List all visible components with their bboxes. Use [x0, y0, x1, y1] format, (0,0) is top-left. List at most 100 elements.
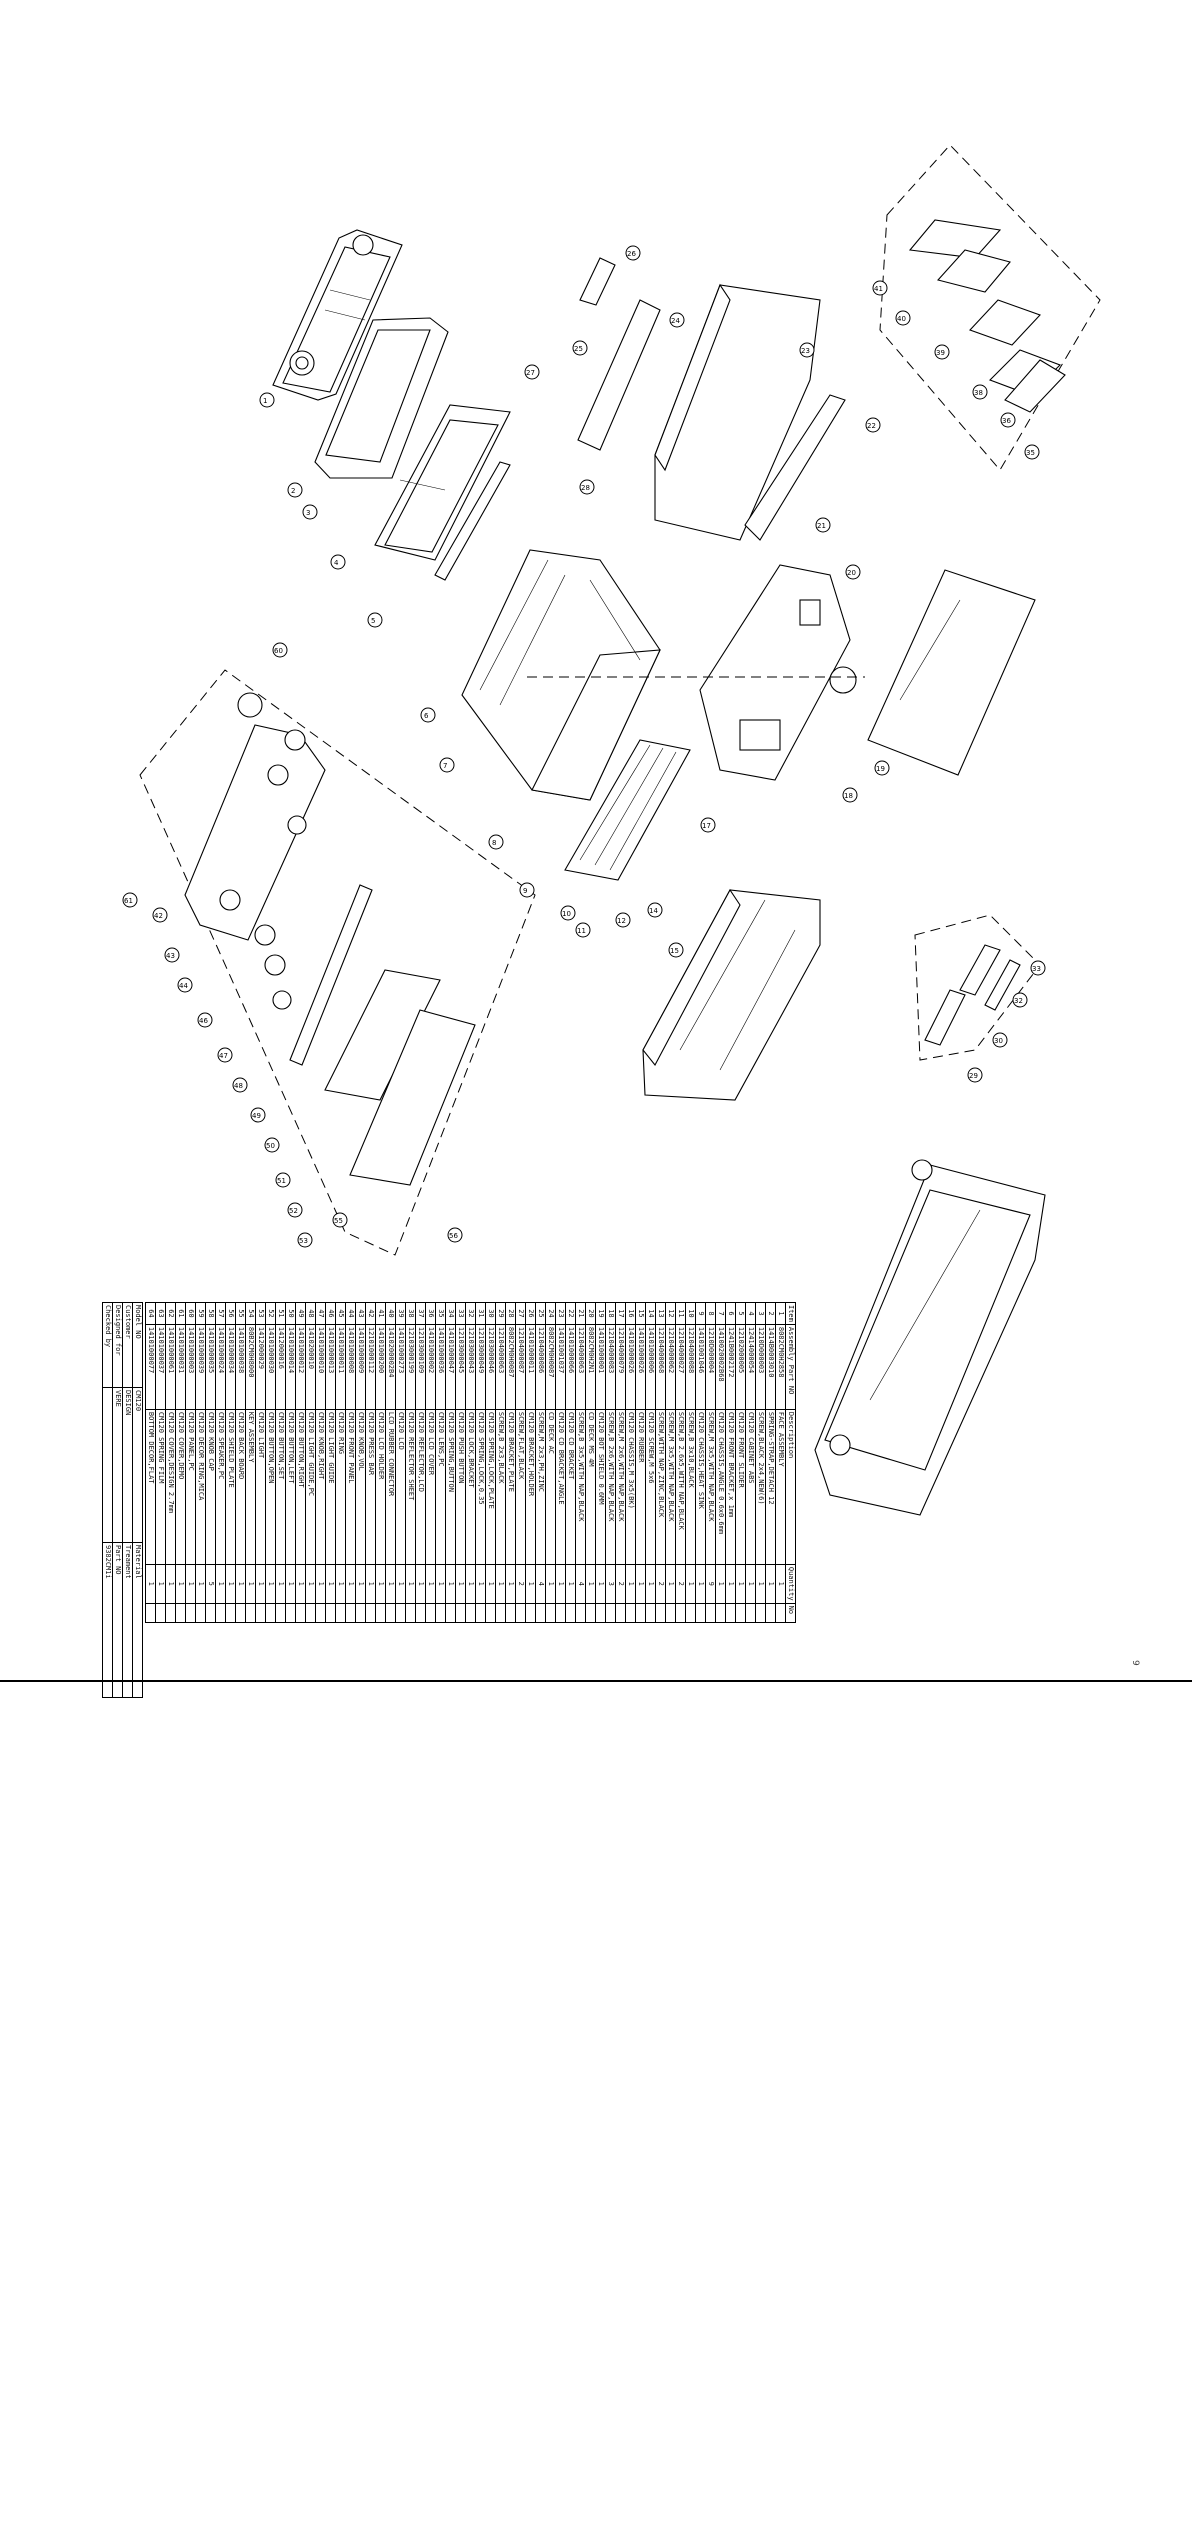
part-item-cell: 15 — [635, 1302, 646, 1325]
part-number-cell: 12104000063 — [495, 1324, 506, 1410]
part-no-cell — [525, 1603, 536, 1623]
part-no-cell — [305, 1603, 316, 1623]
part-quantity-cell: 1 — [755, 1564, 766, 1604]
part-description-cell: SCREW,M 3x5,WITH NAP,BLACK — [665, 1409, 676, 1565]
part-number-cell: 12103000045 — [455, 1324, 466, 1410]
part-number-cell: 14101000037 — [155, 1324, 166, 1410]
part-description-cell: CM120 SPEAKER,PC — [215, 1409, 226, 1565]
part-no-cell — [545, 1603, 556, 1623]
part-quantity-cell: 1 — [505, 1564, 516, 1604]
part-description-cell: SCREW,B 2x3,BLACK — [495, 1409, 506, 1565]
svg-text:61: 61 — [124, 897, 133, 905]
part-number-cell: 14101000061 — [165, 1324, 176, 1410]
part-quantity-cell: 2 — [655, 1564, 666, 1604]
face-assembly-1 — [272, 229, 403, 401]
part-description-cell: CM120 LIGHT GUIDE,PC — [305, 1409, 316, 1565]
part-quantity-cell: 1 — [595, 1564, 606, 1604]
bracket-26 — [577, 299, 661, 451]
part-item-cell: 42 — [365, 1302, 376, 1325]
part-quantity-cell: 3 — [605, 1564, 616, 1604]
part-number-cell: 12103000199 — [405, 1324, 416, 1410]
svg-text:51: 51 — [277, 1177, 286, 1185]
part-description-cell: CM120 CD BRACKET — [565, 1409, 576, 1565]
part-description-cell: CM120 BUTTON,LEFT — [285, 1409, 296, 1565]
part-item-cell: 53 — [255, 1302, 266, 1325]
part-quantity-cell: 1 — [175, 1564, 186, 1604]
part-quantity-cell: 1 — [465, 1564, 476, 1604]
svg-text:1: 1 — [263, 397, 267, 405]
part-no-cell — [275, 1603, 286, 1623]
part-number-cell: 14101000001 — [595, 1324, 606, 1410]
part-quantity-cell: 4 — [575, 1564, 586, 1604]
part-quantity-cell: 1 — [485, 1564, 496, 1604]
part-item-cell: 45 — [335, 1302, 346, 1325]
part-quantity-cell: 5 — [205, 1564, 216, 1604]
part-description-cell: SCREW,B 2x6,WITH NAP,BLACK — [605, 1409, 616, 1565]
part-no-cell — [575, 1603, 586, 1623]
header-assembly-part-no: Assembly Part NO — [785, 1324, 796, 1410]
part-description-cell: CD DECK AC — [545, 1409, 556, 1565]
part-item-cell: 44 — [345, 1302, 356, 1325]
part-no-cell — [235, 1603, 246, 1623]
part-quantity-cell: 1 — [765, 1564, 776, 1604]
part-number-cell: 14101000035 — [205, 1324, 216, 1410]
part-number-cell: 12414000054 — [745, 1324, 756, 1410]
part-item-cell: 63 — [155, 1302, 166, 1325]
svg-text:44: 44 — [179, 982, 188, 990]
part-item-cell: 38 — [405, 1302, 416, 1325]
svg-text:12: 12 — [617, 917, 626, 925]
pcb-board-20 — [699, 564, 857, 781]
part-number-cell: 14101000009 — [355, 1324, 366, 1410]
part-item-cell: 14 — [645, 1302, 656, 1325]
part-quantity-cell: 1 — [285, 1564, 296, 1604]
part-no-cell — [165, 1603, 176, 1623]
complete-assembly — [814, 1159, 1046, 1516]
part-description-cell: CM120 BRACKET,PLATE — [505, 1409, 516, 1565]
part-number-cell: 14101000273 — [395, 1324, 406, 1410]
svg-text:26: 26 — [627, 250, 636, 258]
part-item-cell: 62 — [165, 1302, 176, 1325]
part-description-cell: CM120 SPRING,BUTTON — [445, 1409, 456, 1565]
model-no-label: Model NO — [132, 1302, 143, 1388]
part-no-cell — [335, 1603, 346, 1623]
part-quantity-cell: 1 — [425, 1564, 436, 1604]
part-no-cell — [735, 1603, 746, 1623]
svg-text:49: 49 — [252, 1112, 261, 1120]
treatment-label: Treament — [122, 1542, 133, 1698]
part-no-value: 9382CM1i — [102, 1542, 113, 1698]
svg-text:22: 22 — [867, 422, 876, 430]
part-item-cell: 49 — [295, 1302, 306, 1325]
part-number-cell: 80B2CM0H8000 — [245, 1324, 256, 1410]
part-item-cell: 51 — [275, 1302, 286, 1325]
part-number-cell: 14101000024 — [215, 1324, 226, 1410]
svg-text:32: 32 — [1014, 997, 1023, 1005]
svg-text:8: 8 — [492, 839, 496, 847]
svg-text:14: 14 — [649, 907, 658, 915]
part-no-cell — [145, 1603, 156, 1623]
part-quantity-cell: 1 — [365, 1564, 376, 1604]
part-item-cell: 29 — [495, 1302, 506, 1325]
part-no-cell — [225, 1603, 236, 1623]
part-number-cell: 12101000112 — [365, 1324, 376, 1410]
part-item-cell: 3 — [755, 1302, 766, 1325]
part-number-cell: 12104000088 — [685, 1324, 696, 1410]
part-description-cell: SCREW,FLAT,BLACK — [515, 1409, 526, 1565]
part-item-cell: 34 — [445, 1302, 456, 1325]
part-no-cell — [405, 1603, 416, 1623]
part-item-cell: 33 — [455, 1302, 466, 1325]
part-no-cell — [665, 1603, 676, 1623]
part-quantity-cell: 1 — [185, 1564, 196, 1604]
part-no-cell — [515, 1603, 526, 1623]
part-description-cell: CM120 CD BRACKET,ANGLE — [555, 1409, 566, 1565]
